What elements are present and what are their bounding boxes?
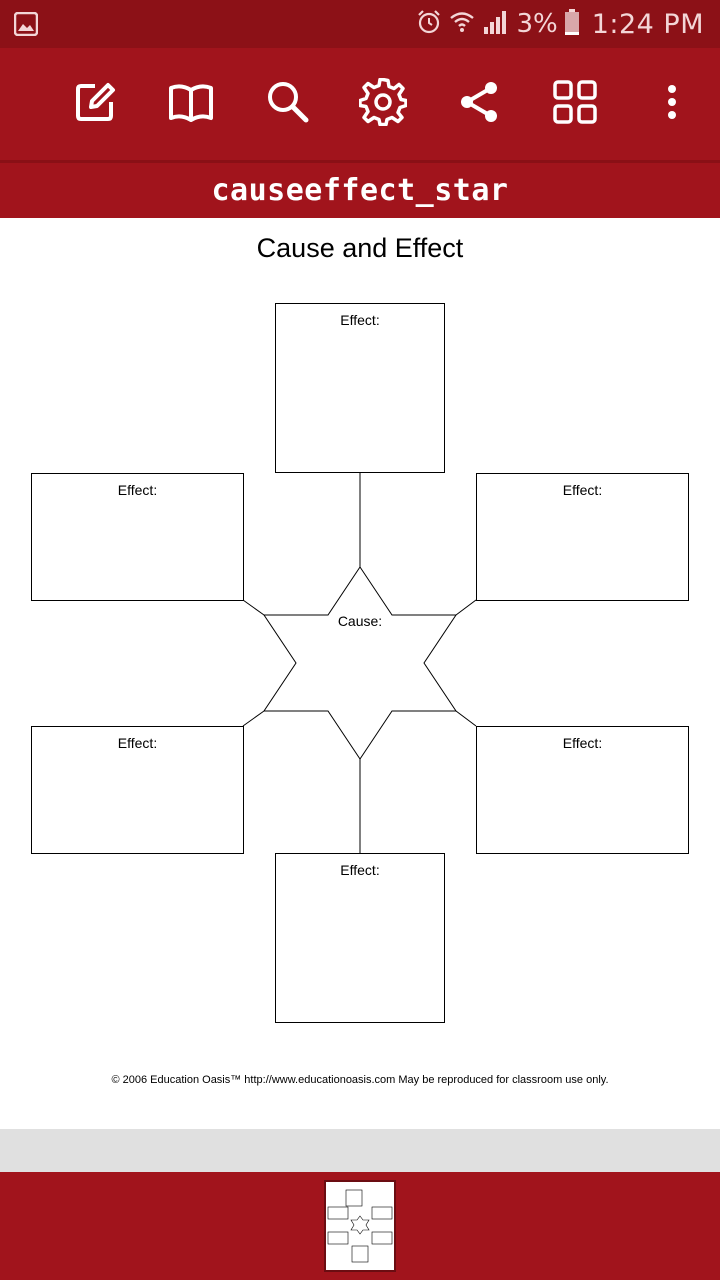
document-title-bar: causeeffect_star [0, 160, 720, 218]
grid-icon [552, 79, 598, 130]
effect-label: Effect: [340, 312, 380, 328]
share-icon [457, 80, 501, 129]
share-button[interactable] [455, 78, 503, 130]
page-separator [0, 1129, 720, 1172]
edit-icon [73, 80, 117, 129]
book-icon [167, 80, 215, 129]
clock: 1:24 PM [591, 8, 704, 40]
document-page[interactable]: Cause and Effect Effect: Effect: Effect:… [0, 219, 720, 1129]
effect-label: Effect: [117, 735, 158, 751]
connector-lower-right [455, 710, 477, 727]
more-options-button[interactable] [648, 78, 696, 130]
connector-upper-left [242, 599, 265, 616]
gallery-notification-icon [13, 11, 39, 41]
connector-lines [242, 473, 477, 853]
connector-upper-right [455, 599, 477, 616]
effect-box-lower-right[interactable]: Effect: [476, 726, 689, 854]
effect-box-upper-left[interactable]: Effect: [31, 473, 244, 601]
search-button[interactable] [264, 78, 312, 130]
effect-box-upper-right[interactable]: Effect: [476, 473, 689, 601]
toolbar [0, 48, 720, 160]
effect-box-bottom[interactable]: Effect: [275, 853, 445, 1023]
page-title: Cause and Effect [256, 233, 464, 263]
effect-label: Effect: [117, 482, 158, 498]
effect-box-lower-left[interactable]: Effect: [31, 726, 244, 854]
edit-button[interactable] [71, 78, 119, 130]
effect-label: Effect: [562, 735, 603, 751]
cause-label: Cause: [337, 613, 383, 629]
page-thumbnail[interactable] [324, 1180, 396, 1272]
status-bar: 3% 1:24 PM [0, 0, 720, 48]
copyright-footer: © 2006 Education Oasis™ http://www.educa… [111, 1074, 609, 1086]
battery-icon [564, 8, 580, 41]
thumbnails-button[interactable] [551, 78, 599, 130]
effect-label: Effect: [340, 862, 380, 878]
battery-percent: 3% [516, 9, 558, 39]
effect-box-top[interactable]: Effect: [275, 303, 445, 473]
reader-button[interactable] [167, 78, 215, 130]
search-icon [265, 79, 311, 130]
document-file-name: causeeffect_star [211, 173, 509, 208]
more-vert-icon [666, 84, 678, 125]
gear-icon [358, 77, 408, 131]
cause-star [263, 566, 457, 760]
alarm-icon [416, 9, 442, 40]
page-thumbnail-preview [327, 1189, 393, 1263]
signal-icon [482, 9, 510, 40]
thumbnail-strip [0, 1172, 720, 1280]
effect-label: Effect: [562, 482, 603, 498]
connector-lower-left [242, 710, 265, 727]
wifi-icon [448, 8, 476, 41]
settings-button[interactable] [358, 77, 408, 131]
